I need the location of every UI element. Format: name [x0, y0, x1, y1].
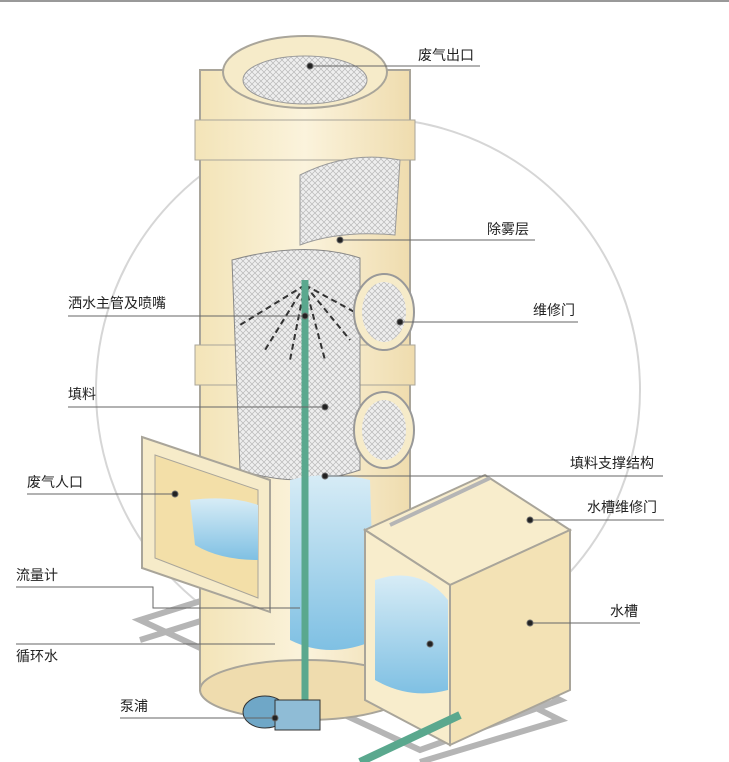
water-tank — [362, 473, 573, 747]
tower-water — [290, 475, 375, 650]
label-exhaust-outlet: 废气出口 — [418, 48, 474, 64]
packing-layer — [231, 249, 361, 481]
leader-lines — [16, 62, 664, 722]
label-packing: 填料 — [68, 387, 96, 403]
label-demister: 除雾层 — [487, 222, 529, 238]
inlet-duct — [141, 435, 271, 614]
outlet-pipe — [358, 711, 462, 762]
label-flowmeter: 流量计 — [16, 568, 58, 584]
label-circulating-water: 循环水 — [16, 649, 58, 665]
tank-door-hinge — [389, 476, 491, 527]
label-spray-pipe: 洒水主管及喷嘴 — [68, 296, 166, 312]
label-tank-door: 水槽维修门 — [587, 500, 657, 516]
label-exhaust-inlet: 废气人口 — [27, 475, 83, 491]
demister-layer — [299, 156, 401, 246]
label-pump: 泵浦 — [120, 699, 148, 715]
label-tank: 水槽 — [610, 604, 638, 620]
pump — [242, 695, 462, 762]
outlet-grate — [242, 55, 368, 105]
label-packing-support: 填料支撑结构 — [570, 456, 654, 472]
label-maintenance-door: 维修门 — [533, 303, 575, 319]
